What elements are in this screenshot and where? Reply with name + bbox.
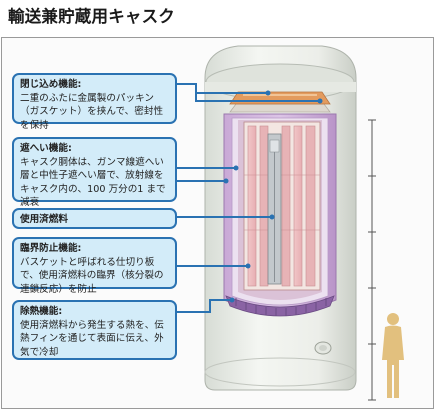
label-containment-heading: 閉じ込め機能:: [20, 79, 82, 90]
label-containment-text: 二重のふたに金属製のパッキン（ガスケット）を挟んで、密封性を保持: [20, 92, 164, 131]
figure-title: 輸送兼貯蔵用キャスク: [8, 7, 175, 26]
height-scale: [368, 119, 376, 401]
label-spent-fuel-heading: 使用済燃料: [20, 214, 68, 225]
heat-fins: [225, 295, 335, 317]
label-criticality: 臨界防止機能: バスケットと呼ばれる仕切り板で、使用済燃料の臨界（核分裂の連鎖反…: [12, 237, 177, 295]
label-criticality-heading: 臨界防止機能:: [20, 243, 82, 254]
fuel-basket: [243, 121, 321, 291]
person-silhouette: [382, 313, 404, 398]
label-heat-removal-heading: 除熱機能:: [20, 306, 63, 317]
label-shielding-text: キャスク胴体は、ガンマ線遮へい層と中性子遮へい層で、放射線をキャスク内の、100…: [20, 156, 166, 209]
label-spent-fuel: 使用済燃料: [12, 208, 177, 229]
label-criticality-text: バスケットと呼ばれる仕切り板で、使用済燃料の臨界（核分裂の連鎖反応）を防止: [20, 256, 164, 295]
label-heat-removal: 除熱機能: 使用済燃料から発生する熱を、伝熱フィンを通じて表面に伝え、外気で冷却: [12, 300, 177, 360]
label-shielding-heading: 遮へい機能:: [20, 143, 72, 154]
leader-lines: [177, 83, 320, 313]
trunnion: [314, 341, 332, 355]
leader-dots: [223, 90, 323, 303]
label-containment: 閉じ込め機能: 二重のふたに金属製のパッキン（ガスケット）を挟んで、密封性を保持: [12, 73, 177, 131]
label-heat-removal-text: 使用済燃料から発生する熱を、伝熱フィンを通じて表面に伝え、外気で冷却: [20, 319, 164, 358]
label-shielding: 遮へい機能: キャスク胴体は、ガンマ線遮へい層と中性子遮へい層で、放射線をキャス…: [12, 137, 177, 208]
